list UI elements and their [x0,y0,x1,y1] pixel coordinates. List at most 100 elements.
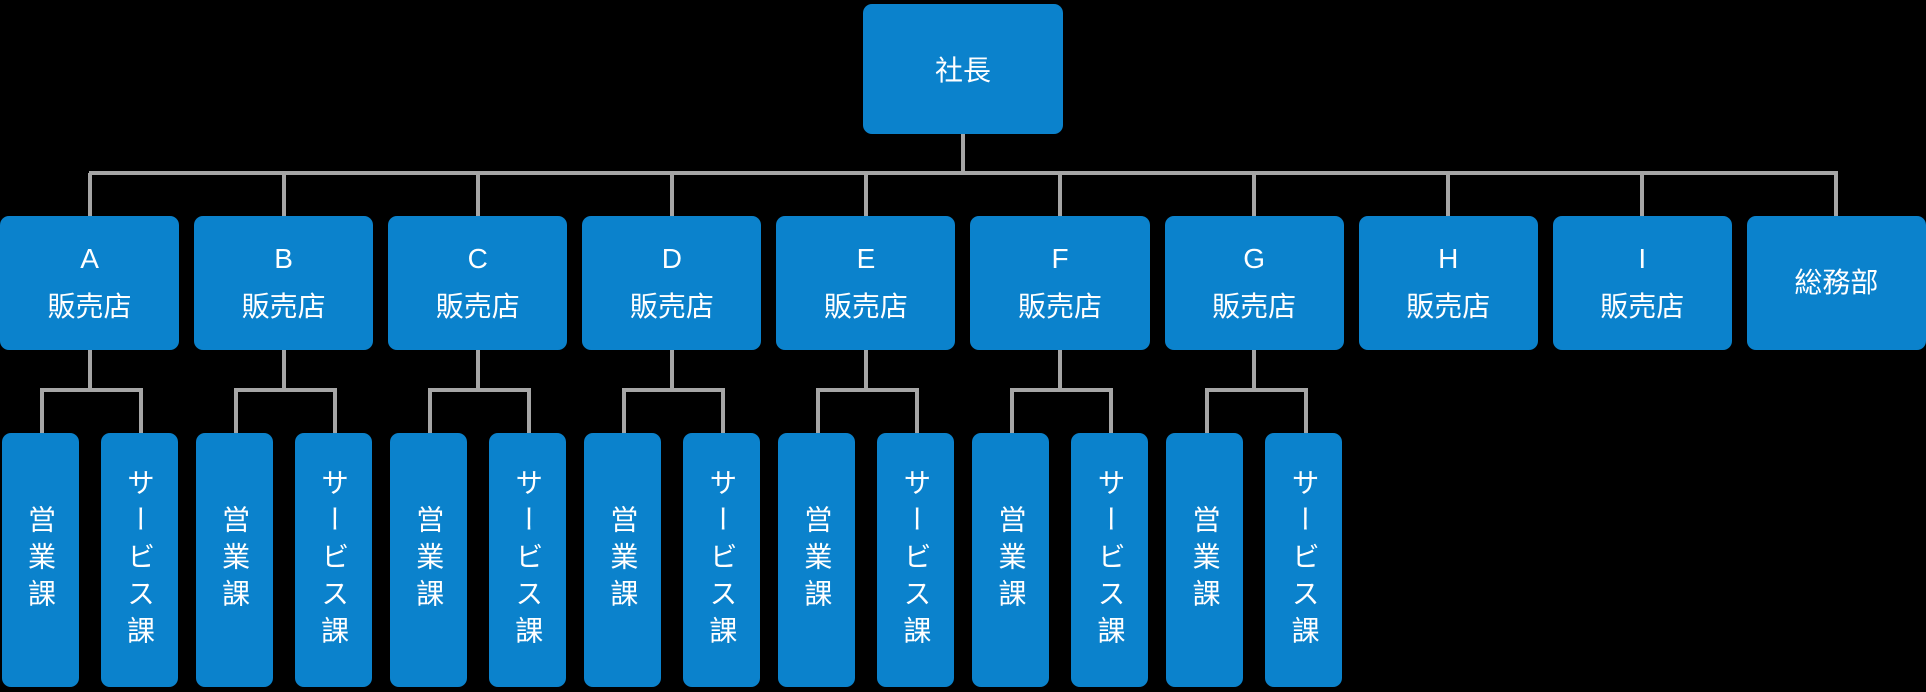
org-node-section: 営業課 [389,433,467,687]
child-connector-stem [87,350,92,390]
org-node-section: 営業課 [972,433,1050,687]
department-suffix: 販売店 [1212,291,1297,322]
section-label: 営業課 [801,504,833,616]
column-connector-stub [87,173,92,216]
org-node-section: 営業課 [1,433,79,687]
org-node-section: サービス課 [1071,433,1149,687]
org-node-department: E 販売店 [776,216,956,350]
org-node-department: G 販売店 [1164,216,1344,350]
child-connector-bar [622,388,726,392]
org-column: F 販売店 営業課 サービス課 [970,173,1150,692]
department-suffix: 販売店 [241,291,326,322]
section-label: 営業課 [413,504,445,616]
department-name: I [1638,243,1647,274]
child-connector [1165,350,1344,433]
org-column: 総務部 [1746,173,1926,692]
org-column: D 販売店 営業課 サービス課 [582,173,762,692]
child-connector-bar [816,388,920,392]
child-connector [582,350,761,433]
org-column: I 販売店 [1552,173,1732,692]
section-row: 営業課 サービス課 [776,433,955,687]
section-row: 営業課 サービス課 [194,433,373,687]
section-label: 営業課 [607,504,639,616]
org-node-department: I 販売店 [1552,216,1732,350]
section-row: 営業課 サービス課 [1165,433,1344,687]
column-connector-stub [863,173,868,216]
department-suffix: 販売店 [629,291,714,322]
child-connector-left-stub [816,388,821,433]
section-row: 営業課 サービス課 [0,433,179,687]
org-node-department: F 販売店 [970,216,1150,350]
department-name: B [274,243,293,274]
org-node-section: サービス課 [682,433,760,687]
child-connector-right-stub [1109,388,1114,433]
child-connector-stem [281,350,286,390]
column-connector-stub [1058,173,1063,216]
department-suffix: 販売店 [1600,291,1685,322]
child-connector-right-stub [333,388,338,433]
child-connector-stem [863,350,868,390]
column-connector-stub [1446,173,1451,216]
org-node-department: B 販売店 [194,216,374,350]
org-node-section: 営業課 [1166,433,1244,687]
org-column: C 販売店 営業課 サービス課 [388,173,568,692]
section-label: 営業課 [1189,504,1221,616]
section-label: サービス課 [1094,467,1126,653]
child-connector-bar [234,388,338,392]
child-connector-right-stub [915,388,920,433]
child-connector [194,350,373,433]
department-name: D [661,243,682,274]
department-name: A [80,243,99,274]
org-node-president-label: 社長 [934,55,991,86]
department-name: E [856,243,876,274]
department-name: 総務部 [1794,267,1879,298]
department-name: F [1051,243,1069,274]
section-label: サービス課 [900,467,932,653]
child-connector-left-stub [428,388,433,433]
child-connector-bar [1204,388,1308,392]
section-label: サービス課 [706,467,738,653]
column-connector-stub [1252,173,1257,216]
child-connector [776,350,955,433]
org-node-president: 社長 [863,4,1063,134]
org-node-department: 総務部 [1746,216,1926,350]
section-label: サービス課 [1288,467,1320,653]
section-label: 営業課 [995,504,1027,616]
org-node-department: A 販売店 [0,216,180,350]
section-label: 営業課 [219,504,251,616]
child-connector-stem [1058,350,1063,390]
child-connector-left-stub [40,388,44,433]
child-connector-left-stub [622,388,627,433]
section-row: 営業課 サービス課 [970,433,1149,687]
child-connector-stem [1252,350,1257,390]
department-name: H [1438,243,1459,274]
child-connector [970,350,1149,433]
section-row: 営業課 サービス課 [388,433,567,687]
department-suffix: 販売店 [1406,291,1491,322]
department-suffix: 販売店 [47,291,132,322]
org-node-section: サービス課 [100,433,178,687]
section-row: 営業課 サービス課 [582,433,761,687]
org-node-section: サービス課 [294,433,372,687]
org-column: B 販売店 営業課 サービス課 [194,173,374,692]
org-column: A 販売店 営業課 サービス課 [0,173,180,692]
root-connector-stub [961,134,965,173]
column-connector-stub [669,173,674,216]
section-label: サービス課 [124,467,156,653]
org-column: G 販売店 営業課 サービス課 [1164,173,1344,692]
department-suffix: 販売店 [1018,291,1103,322]
column-connector-stub [281,173,286,216]
child-connector [388,350,567,433]
org-node-section: 営業課 [583,433,661,687]
org-node-department: C 販売店 [388,216,568,350]
main-connector-bar [89,171,1838,175]
department-columns: A 販売店 営業課 サービス課 B 販売店 [0,173,1926,692]
department-name: G [1243,243,1265,274]
child-connector-right-stub [527,388,532,433]
column-connector-stub [475,173,480,216]
org-node-section: サービス課 [876,433,954,687]
child-connector-left-stub [1010,388,1015,433]
org-node-section: サービス課 [1265,433,1343,687]
child-connector-left-stub [234,388,239,433]
